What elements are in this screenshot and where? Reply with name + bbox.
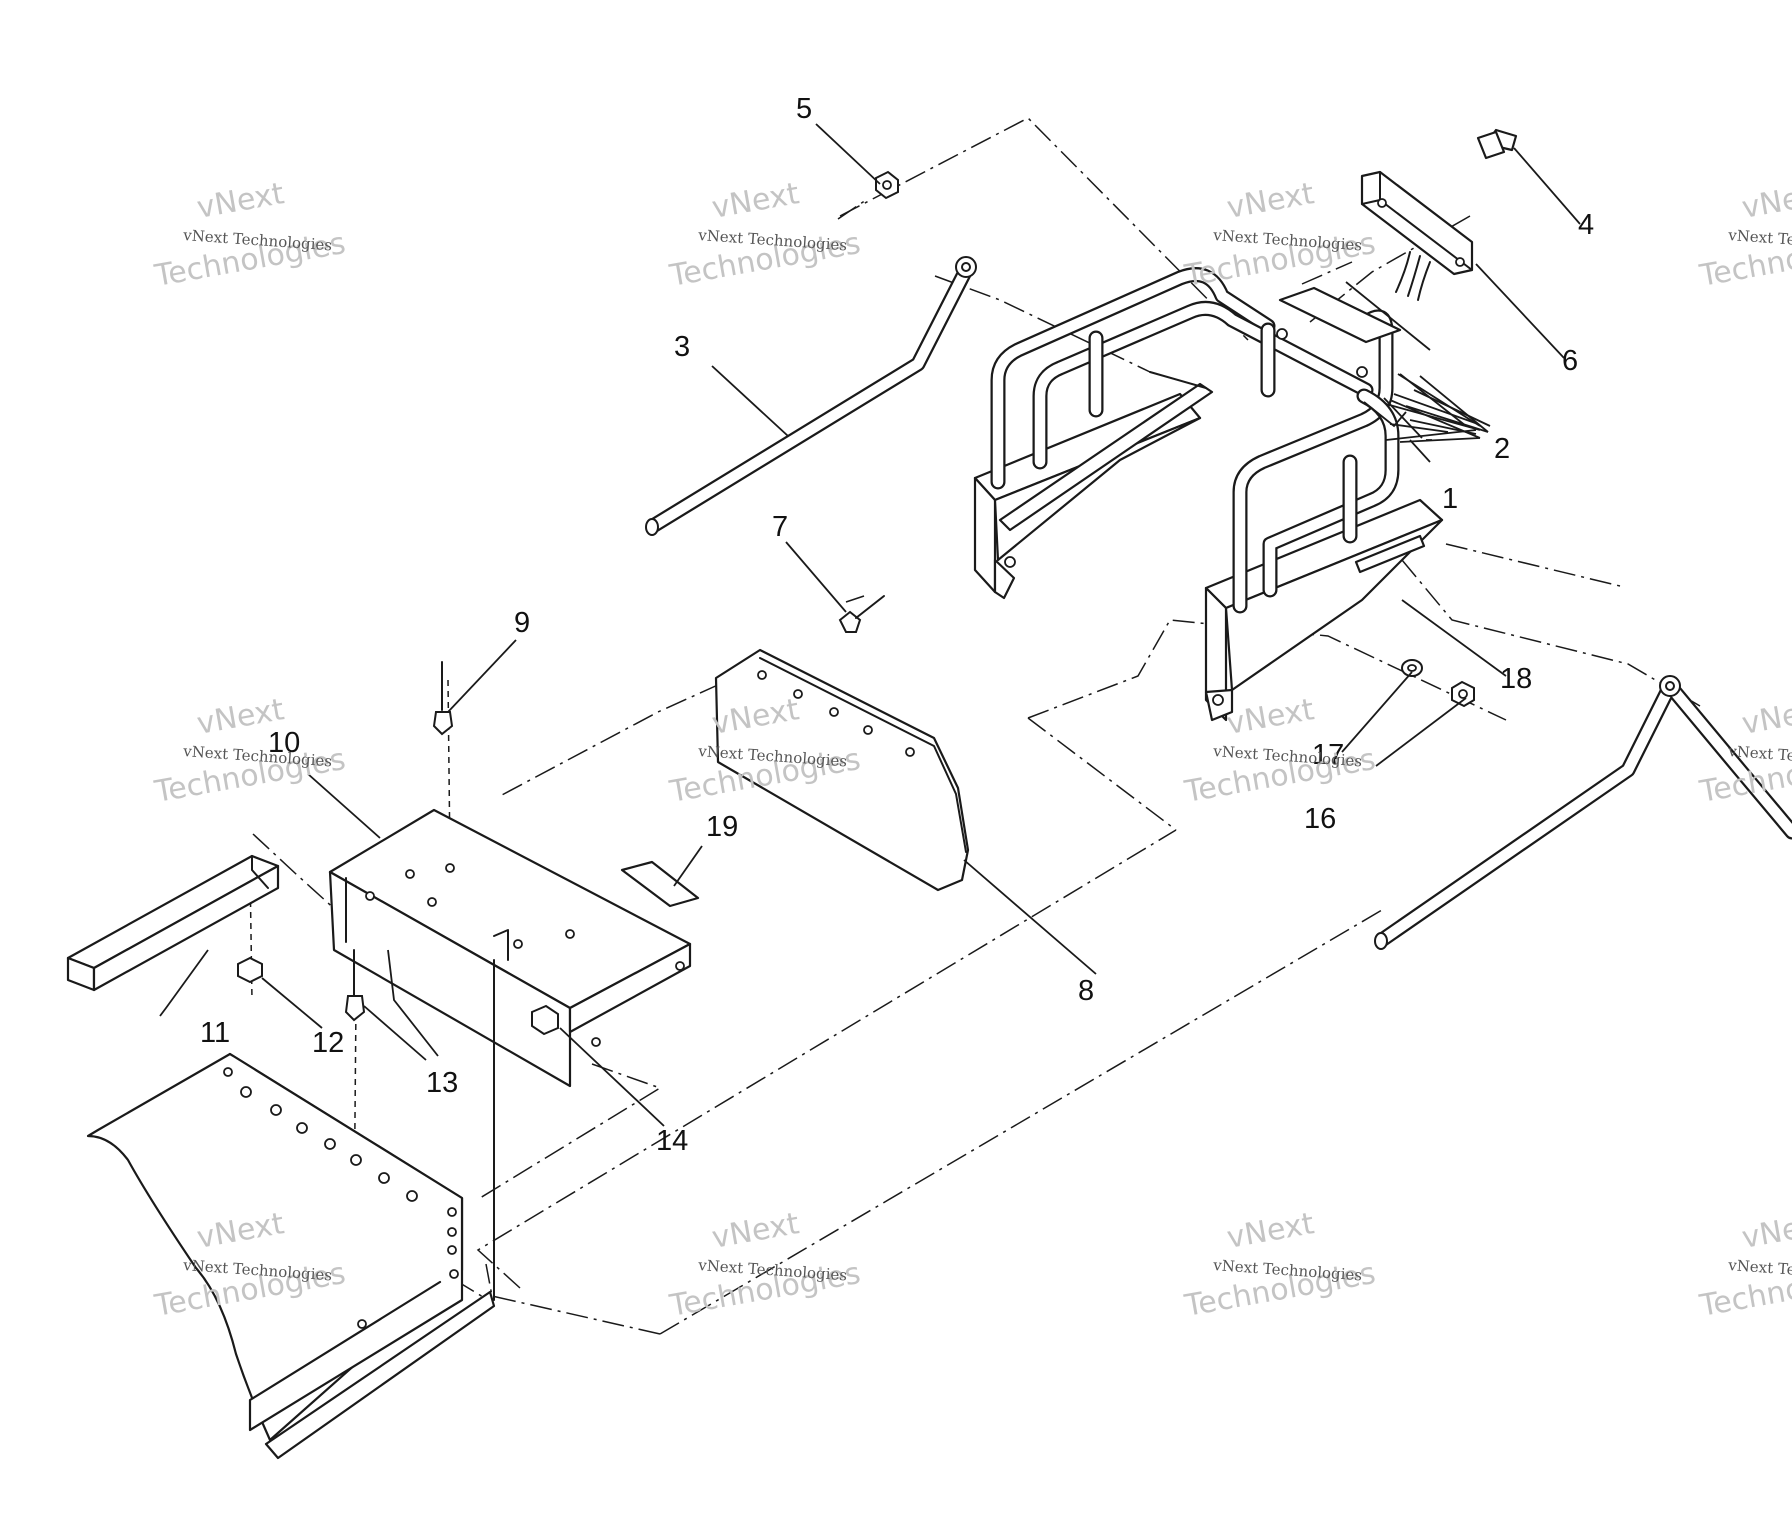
callout-16: 16 (1304, 803, 1336, 835)
mounting-bracket (328, 808, 692, 1301)
rivet-7 (838, 595, 885, 633)
nut-5 (875, 170, 899, 200)
callout-leaders (159, 123, 1581, 1127)
watermark-brand: vNext (709, 176, 802, 226)
decal-strip (1278, 286, 1402, 344)
callout-10: 10 (268, 727, 300, 759)
washer-nut-16-17 (1401, 659, 1475, 708)
callout-6: 6 (1562, 345, 1578, 377)
nut-12 (237, 956, 263, 984)
watermark-brand: vNext (1224, 692, 1317, 742)
bolt-14 (531, 1004, 559, 1036)
callout-8: 8 (1078, 975, 1094, 1007)
watermark-brand: vNext (1224, 176, 1317, 226)
mud-flap (714, 648, 970, 892)
callout-7: 7 (772, 511, 788, 543)
support-rod-left (645, 256, 977, 536)
watermark-brand: vNext (1739, 176, 1792, 226)
callout-14: 14 (656, 1125, 688, 1157)
callout-17: 17 (1312, 739, 1344, 771)
watermark-brand: vNext (1739, 692, 1792, 742)
callout-13: 13 (426, 1067, 458, 1099)
callout-9: 9 (514, 607, 530, 639)
hitch-bar (66, 854, 280, 992)
callout-19: 19 (706, 811, 738, 843)
callout-1: 1 (1442, 483, 1458, 515)
callout-11: 11 (200, 1017, 230, 1049)
callout-5: 5 (796, 93, 812, 125)
watermark-brand: vNext (1224, 1206, 1317, 1256)
fastener-9 (432, 661, 454, 736)
support-rod-right (1374, 675, 1792, 950)
callout-2: 2 (1494, 433, 1510, 465)
assembly-lines (249, 117, 1701, 1335)
tail-light (1360, 170, 1474, 301)
callout-3: 3 (674, 331, 690, 363)
vehicle-frame (86, 1052, 496, 1460)
rear-rack (973, 267, 1444, 722)
callout-4: 4 (1578, 209, 1594, 241)
watermark-brand: vNext (1739, 1206, 1792, 1256)
small-decal (620, 860, 700, 908)
callout-labels: 1 2 3 4 5 6 7 8 9 10 11 12 13 14 16 17 1… (200, 93, 1594, 1157)
callout-12: 12 (312, 1027, 344, 1059)
watermark-brand: vNext (194, 176, 287, 226)
watermark-brand: vNext (709, 1206, 802, 1256)
callout-18: 18 (1500, 663, 1532, 695)
fastener-13 (344, 949, 366, 1022)
bolt-4 (1476, 128, 1518, 160)
